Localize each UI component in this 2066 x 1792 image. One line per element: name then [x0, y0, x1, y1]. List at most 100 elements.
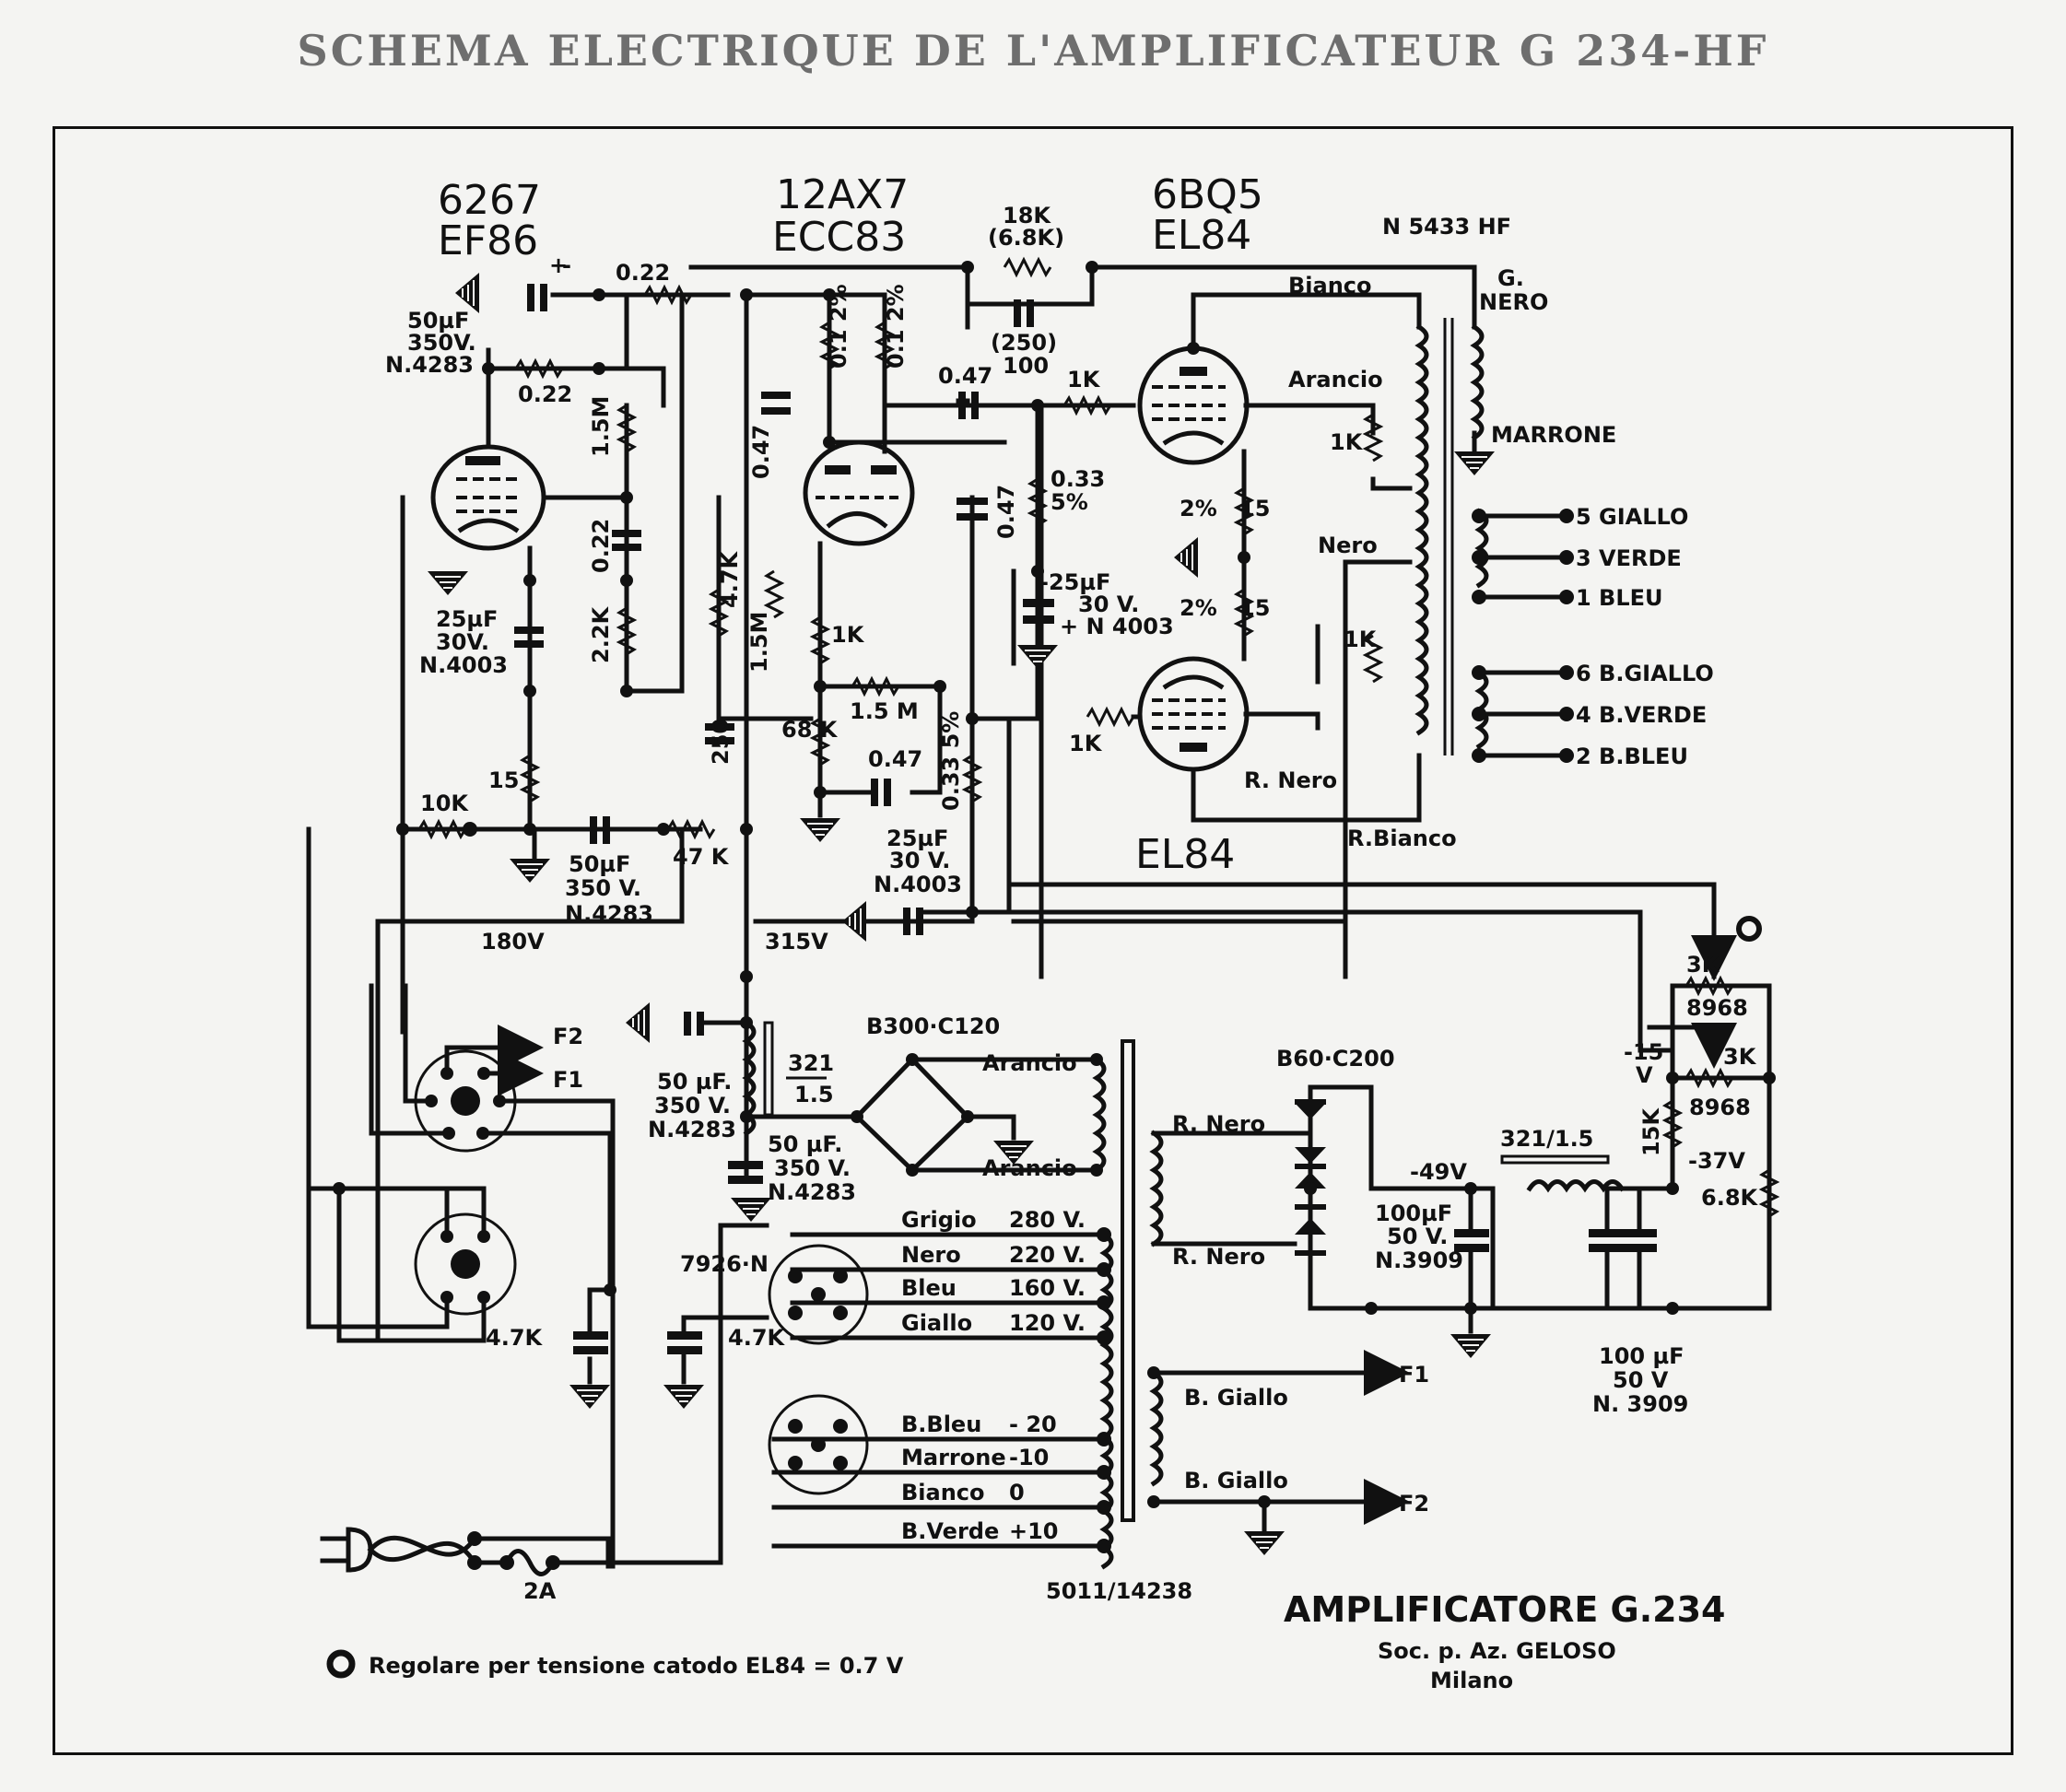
fuse-icon [503, 1549, 557, 1576]
label-r01-a: 0.1 2% [826, 284, 851, 369]
label-bias-rectifier: B60·C200 [1276, 1046, 1395, 1072]
ground-icon [625, 1001, 651, 1044]
bias-supply: 3K 8968 3K 8968 -15 V 15K -37V 6.8K 100 … [1149, 882, 1780, 1417]
speaker-tap-label: 6 B.GIALLO [1576, 661, 1714, 686]
company-city: Milano [1430, 1668, 1513, 1693]
label-wire-arancio: Arancio [1288, 367, 1383, 392]
tube-ecc83-envelope [803, 439, 915, 546]
label-bias-caps-voltage: 50 V [1613, 1367, 1669, 1393]
tube-v1-type: 6267 [438, 177, 541, 224]
speaker-tap-terminal [1559, 590, 1574, 604]
speaker-tap-terminal [1472, 590, 1486, 604]
label-wire-r-bianco: R.Bianco [1347, 826, 1457, 851]
speaker-tap-terminal [1472, 509, 1486, 523]
speaker-tap-terminal [1559, 509, 1574, 523]
tube-v3-type: 6BQ5 [1152, 171, 1263, 218]
label-voltage-180: 180V [481, 929, 545, 955]
primary-tap-color: Grigio [901, 1207, 977, 1233]
tube-v2-euro: ECC83 [772, 214, 906, 261]
label-r15-b: 15 [1239, 595, 1270, 621]
label-choke-resistance: 1.5 [794, 1082, 834, 1107]
output-stage: 1K 1K 2% 15 2% 15 1K 1K Bianco Arancio N… [1011, 273, 1717, 1030]
page-title: SCHEMA ELECTRIQUE DE L'AMPLIFICATEUR G 2… [297, 26, 1769, 76]
label-r18k: 18K [1003, 203, 1051, 228]
label-c50uf-value: 50µF [569, 851, 630, 877]
speaker-tap-label: 4 B.VERDE [1576, 702, 1707, 728]
primary-tap-voltage: 220 V. [1009, 1242, 1086, 1268]
primary-tap-voltage: +10 [1009, 1518, 1059, 1544]
label-r033-a-tol: 5% [1051, 489, 1088, 515]
ground-icon [1016, 644, 1059, 670]
label-mains-transformer: 5011/14238 [1046, 1578, 1192, 1604]
label-fuse: 2A [523, 1578, 557, 1604]
adjust-marker-icon [1736, 916, 1762, 942]
resistor-47k [666, 818, 716, 840]
primary-tap-color: Marrone [901, 1445, 1006, 1470]
label-wire-r-nero-b: R. Nero [1172, 1244, 1265, 1270]
resistor-15 [519, 754, 541, 803]
label-c25uf-b-voltage: 30 V. [889, 848, 950, 873]
primary-tap-voltage: - 20 [1009, 1411, 1057, 1437]
label-r033-a: 0.33 [1051, 466, 1105, 492]
label-c25uf-b-value: 25µF [886, 826, 948, 851]
label-pot-a-part: 8968 [1686, 995, 1748, 1021]
resistor-10k [417, 818, 467, 840]
primary-tap-terminal [1097, 1432, 1111, 1446]
voltage-selector-socket-lower[interactable] [768, 1394, 869, 1495]
label-r1k-g2-b: 1K [1344, 627, 1378, 652]
ground-icon [730, 1197, 772, 1223]
primary-tap-voltage: 280 V. [1009, 1207, 1086, 1233]
primary-tap-voltage: -10 [1009, 1445, 1049, 1470]
speaker-tap-terminal [1472, 550, 1486, 565]
label-heater-wire-a: B. Giallo [1184, 1385, 1288, 1411]
primary-tap-color: B.Verde [901, 1518, 999, 1544]
label-c047-b: 0.47 [748, 425, 774, 479]
label-r033-b: 0.33 5% [938, 711, 964, 811]
ground-icon [427, 570, 469, 596]
label-wire-r-nero: R. Nero [1244, 767, 1337, 793]
label-socket-f2: F2 [553, 1024, 583, 1049]
label-pot-b-value: 3K [1723, 1044, 1757, 1070]
label-r15k: 15K [1638, 1107, 1664, 1156]
ground-icon [569, 1384, 611, 1410]
label-r1k: 1K [831, 622, 865, 648]
label-c100uf-value: 100µF [1375, 1201, 1452, 1226]
cap-plus-sign: + [549, 252, 568, 278]
label-c25uf-a-voltage: 30 V. [1078, 591, 1139, 617]
speaker-tap-terminal [1559, 665, 1574, 680]
primary-tap-terminal [1097, 1500, 1111, 1515]
label-feedback-g: G. [1497, 265, 1524, 291]
ground-icon [1173, 536, 1199, 579]
label-r1m5-b: 1.5 M [850, 698, 919, 724]
primary-tap-voltage: 160 V. [1009, 1275, 1086, 1301]
primary-tap-terminal [1097, 1465, 1111, 1480]
label-c-decoupling-part: N.4283 [385, 352, 474, 378]
label-c047-a: 0.47 [938, 363, 992, 389]
ground-icon [799, 817, 841, 843]
label-c50uf-b-part: N.4283 [768, 1179, 856, 1205]
label-c-decoupling-value: 50µF [407, 308, 469, 334]
tube-v4-euro: EL84 [1135, 831, 1235, 878]
label-r01-b: 0.1 2% [883, 284, 909, 369]
label-c100uf-part: N.3909 [1375, 1247, 1463, 1273]
speaker-tap-terminal [1472, 707, 1486, 721]
cap-minus-sign: - [562, 252, 571, 278]
tube-v3-euro: EL84 [1152, 212, 1251, 259]
label-pot-a-value: 3K [1686, 952, 1720, 978]
voltage-selector-socket[interactable] [768, 1244, 869, 1345]
speaker-tap-label: 5 GIALLO [1576, 504, 1688, 530]
label-c-decoupling-voltage: 350V. [407, 330, 476, 356]
capacitor-25uf [514, 627, 544, 634]
label-wire-bianco: Bianco [1288, 273, 1372, 299]
label-r1m5-a: 1.5M [746, 612, 772, 673]
label-r1k-g2-a: 1K [1330, 429, 1364, 455]
ground-icon [509, 858, 551, 884]
label-r15-a: 15 [1239, 496, 1270, 521]
primary-tap-voltage: 0 [1009, 1480, 1025, 1505]
label-hv-rectifier: B300·C120 [866, 1013, 1000, 1039]
label-c50uf-a-part: N.4283 [648, 1117, 736, 1142]
label-c50uf-part: N.4283 [565, 901, 653, 927]
label-c100uf-voltage: 50 V. [1387, 1224, 1448, 1249]
